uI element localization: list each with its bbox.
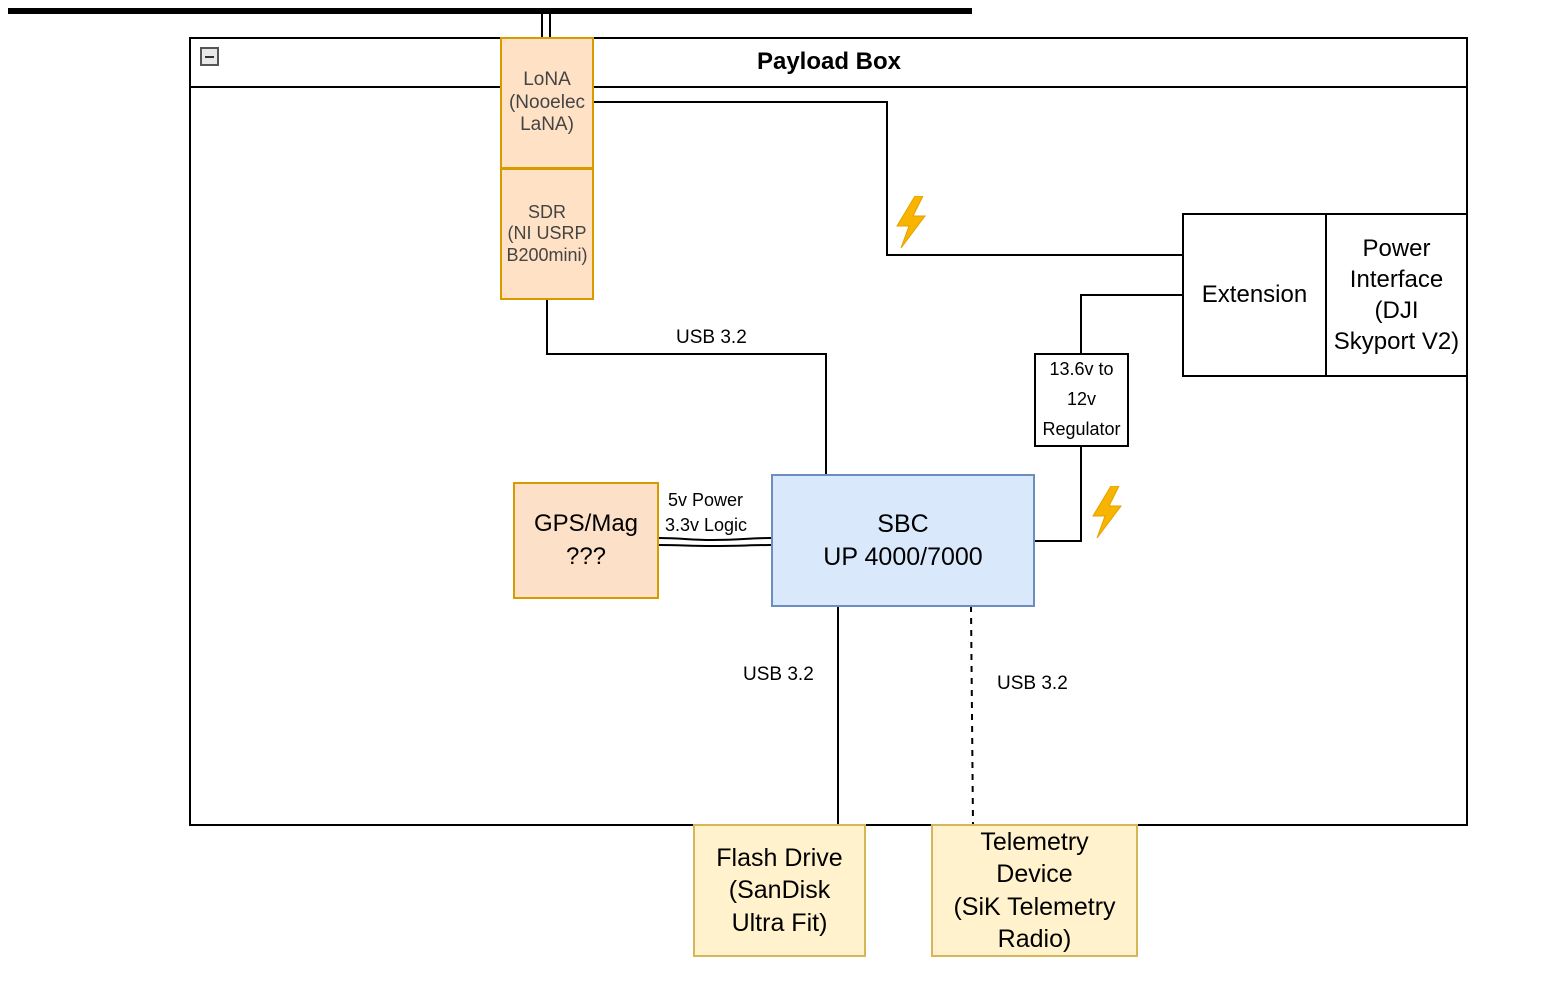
usb-label-sbc-flash: USB 3.2 — [743, 664, 814, 685]
sdr-box[interactable]: SDR (NI USRP B200mini) — [500, 168, 594, 300]
power-interface-line-3: (DJI — [1374, 297, 1419, 324]
usb-label-sdr-sbc: USB 3.2 — [676, 327, 747, 348]
gps-line-1: GPS/Mag — [533, 510, 639, 538]
payload-box-frame — [189, 37, 1468, 826]
extension-box[interactable]: Extension — [1182, 213, 1327, 377]
flash-line-1: Flash Drive — [716, 843, 843, 872]
sdr-line-2: (NI USRP — [507, 223, 587, 244]
lona-box[interactable]: LoNA (Nooelec LaNA) — [500, 37, 594, 169]
power-interface-box[interactable]: Power Interface (DJI Skyport V2) — [1325, 213, 1468, 377]
gps-line-2: ??? — [565, 542, 607, 570]
sbc-line-2: UP 4000/7000 — [823, 542, 983, 571]
lona-line-2: (Nooelec — [508, 91, 586, 113]
telemetry-line-4: Radio) — [997, 925, 1072, 953]
extension-label: Extension — [1201, 280, 1308, 308]
lona-line-3: LaNA) — [520, 114, 574, 136]
regulator-box[interactable]: 13.6v to 12v Regulator — [1034, 353, 1129, 447]
power-interface-line-4: Skyport V2) — [1333, 328, 1460, 356]
regulator-line-1: 13.6v to — [1049, 359, 1114, 380]
power-interface-line-1: Power — [1362, 234, 1431, 262]
regulator-line-2: 12v — [1066, 389, 1097, 410]
flash-line-2: (SanDisk — [728, 876, 831, 905]
gps-logic-label: 3.3v Logic — [665, 515, 748, 535]
sdr-line-1: SDR — [527, 201, 566, 222]
telemetry-line-2: Device — [996, 860, 1073, 888]
power-interface-line-2: Interface — [1349, 265, 1444, 293]
collapse-icon[interactable] — [200, 47, 219, 66]
sdr-line-3: B200mini) — [506, 244, 588, 265]
gps-mag-box[interactable]: GPS/Mag ??? — [513, 482, 659, 599]
lightning-bolt-icon — [893, 195, 929, 253]
sbc-line-1: SBC — [877, 510, 929, 538]
usb-label-sbc-telemetry: USB 3.2 — [997, 673, 1068, 694]
telemetry-line-3: (SiK Telemetry — [953, 892, 1116, 921]
sbc-box[interactable]: SBC UP 4000/7000 — [771, 474, 1035, 607]
payload-box-title: Payload Box — [756, 48, 902, 75]
telemetry-box[interactable]: Telemetry Device (SiK Telemetry Radio) — [931, 824, 1138, 957]
flash-drive-box[interactable]: Flash Drive (SanDisk Ultra Fit) — [693, 824, 866, 957]
lona-line-1: LoNA — [523, 68, 571, 90]
flash-line-3: Ultra Fit) — [731, 908, 828, 937]
gps-power-label: 5v Power — [668, 490, 744, 510]
telemetry-line-1: Telemetry — [980, 827, 1089, 856]
regulator-line-3: Regulator — [1042, 418, 1121, 439]
lightning-bolt-icon — [1089, 485, 1125, 543]
